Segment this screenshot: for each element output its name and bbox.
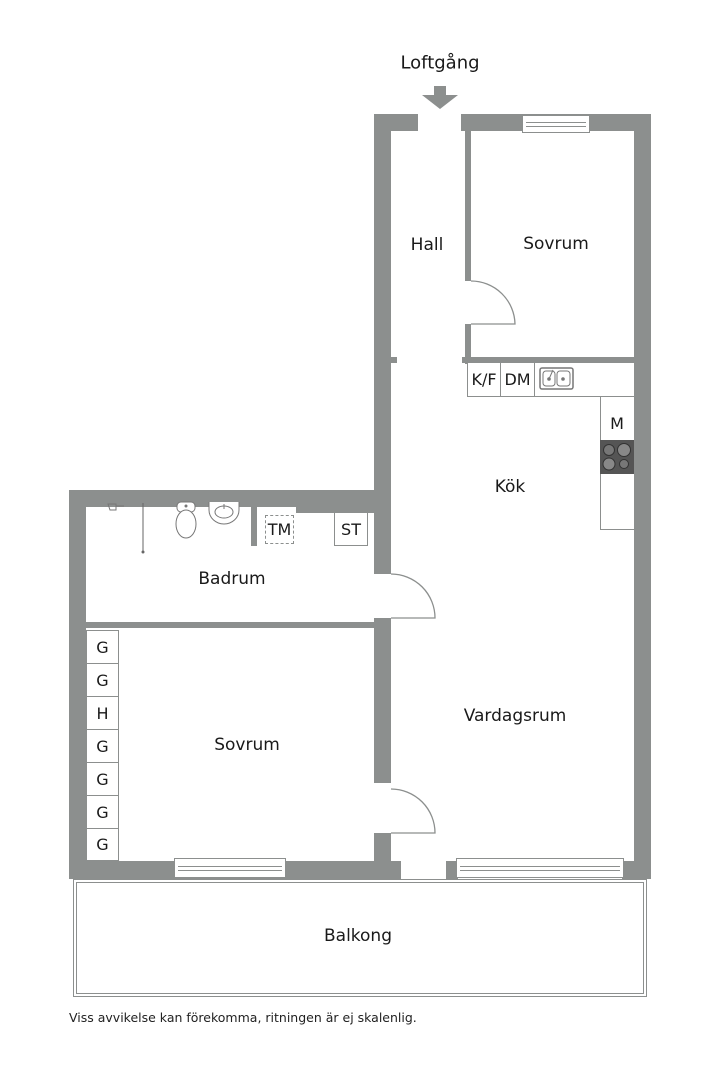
dryer: ST: [334, 512, 368, 546]
wall-bottom-right-b: [622, 861, 651, 879]
door-bedroom-top: [470, 280, 516, 325]
door-bedroom-left: [390, 788, 436, 834]
wardrobe: H: [86, 696, 119, 730]
disclaimer-note: Viss avvikelse kan förekomma, ritningen …: [69, 1010, 417, 1025]
stove-icon: [600, 440, 634, 474]
door-bathroom: [390, 573, 436, 619]
wall-hall-bedroom-low: [465, 324, 471, 364]
wall-hall-left: [374, 114, 391, 574]
wall-hall-bedroom: [465, 131, 471, 281]
microwave: M: [600, 407, 634, 441]
wall-center-mid: [374, 618, 391, 783]
wardrobe: G: [86, 663, 119, 697]
wardrobe: G: [86, 729, 119, 763]
washbasin-icon: [208, 502, 240, 525]
room-label-kitchen: Kök: [494, 477, 526, 497]
wall-right: [634, 114, 651, 879]
entrance-label: Loftgång: [400, 52, 480, 74]
window-top-bedroom: [522, 115, 590, 133]
balcony: [73, 879, 647, 997]
wall-bath-bottom: [86, 622, 374, 628]
shower-icon: [107, 503, 145, 554]
washing-machine: TM: [265, 515, 294, 544]
room-label-bedroom-top: Sovrum: [523, 234, 589, 254]
wall-bottom-right-a: [446, 861, 458, 879]
wardrobe-column: G G H G G G G: [86, 630, 119, 861]
wall-bath-divider: [251, 501, 257, 546]
wardrobe: G: [86, 630, 119, 664]
dishwasher: DM: [500, 363, 535, 397]
window-living-room: [456, 858, 624, 878]
wall-left-outer: [69, 490, 86, 879]
room-label-living-room: Vardagsrum: [463, 706, 567, 726]
wall-bath-inner-step: [296, 507, 374, 513]
room-label-bedroom-left: Sovrum: [214, 735, 280, 755]
wardrobe: G: [86, 795, 119, 829]
toilet-icon: [175, 501, 197, 539]
sink-icon: [539, 367, 574, 390]
room-label-bathroom: Badrum: [198, 569, 266, 589]
wall-bedroom-kitchen: [462, 357, 634, 363]
wardrobe: G: [86, 762, 119, 796]
wall-stub: [391, 357, 397, 363]
fridge-freezer: K/F: [467, 363, 501, 397]
wardrobe: G: [86, 828, 119, 861]
room-label-balcony: Balkong: [323, 926, 393, 946]
down-arrow-icon: [422, 86, 458, 109]
room-label-hall: Hall: [410, 235, 444, 255]
window-left-bedroom: [174, 858, 286, 878]
wall-bath-top: [69, 490, 391, 507]
